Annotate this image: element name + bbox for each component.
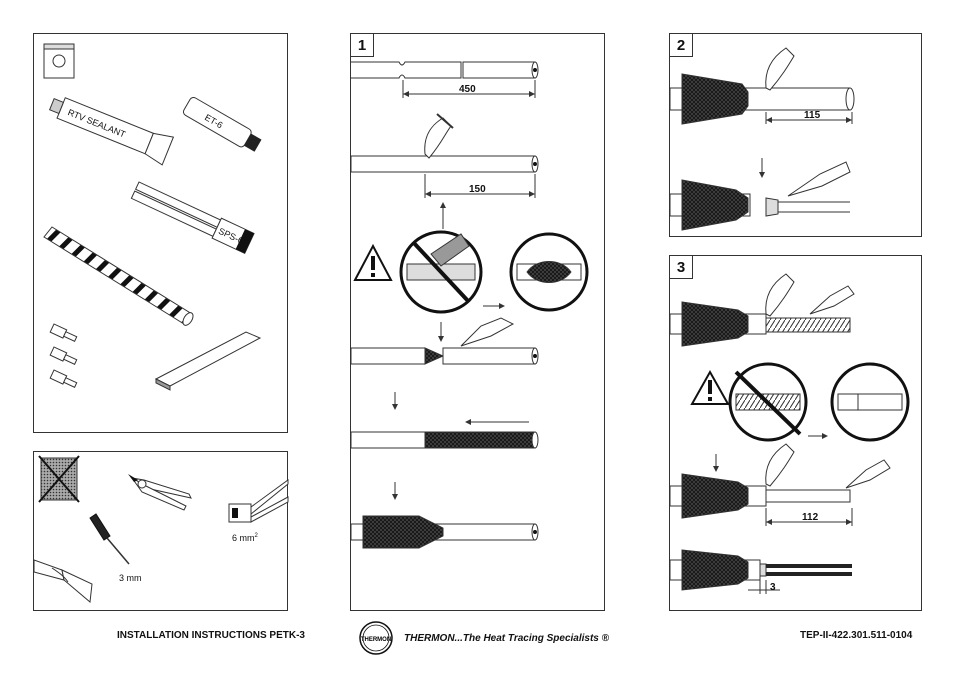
end-seal-icon: ET-6 <box>182 96 262 152</box>
prohibited-method-icon <box>399 230 483 314</box>
arrow-right <box>499 303 505 309</box>
step-1-drawing: 450 150 <box>351 61 589 549</box>
cable-splayed-braid <box>351 317 539 365</box>
cable-braid-pushed <box>351 419 539 449</box>
svg-text:450: 450 <box>459 84 476 95</box>
cable-with-cut-mark <box>351 61 539 79</box>
svg-text:112: 112 <box>802 512 819 523</box>
logo-text: THERMON <box>361 637 391 643</box>
correct-method-icon <box>830 362 910 442</box>
ferrule-icon <box>49 323 78 388</box>
footer-brand: THERMON THERMON...The Heat Tracing Speci… <box>358 620 609 656</box>
svg-text:115: 115 <box>804 110 821 121</box>
cable-coil-removed <box>670 443 891 519</box>
tools-panel: 6 mm2 3 mm <box>33 451 289 611</box>
heat-shrink-tube-icon <box>43 226 194 326</box>
instruction-bag-icon <box>43 43 75 79</box>
arrow-down <box>392 404 398 410</box>
not-required-icon <box>38 455 80 503</box>
dimension-112: 112 <box>765 508 853 526</box>
cable-core-separated <box>670 161 851 231</box>
step-number: 1 <box>351 34 374 57</box>
correct-method-icon <box>509 232 589 312</box>
cable-braid-folded <box>351 515 539 549</box>
crimp-size-label: 6 mm2 <box>232 533 259 543</box>
step-number: 3 <box>670 256 693 279</box>
dimension-450: 450 <box>402 80 536 98</box>
footer-tagline: THERMON...The Heat Tracing Specialists ® <box>404 632 610 644</box>
cable-coil-with-knife <box>670 273 855 347</box>
prohibited-method-icon <box>728 362 808 442</box>
cable-score-view <box>351 113 539 173</box>
step-2-panel: 2 115 <box>669 33 922 237</box>
step-2-drawing: 115 <box>670 47 855 231</box>
screwdriver-icon <box>89 513 130 565</box>
step-3-panel: 3 <box>669 255 922 611</box>
footer-title: INSTALLATION INSTRUCTIONS PETK-3 <box>117 630 305 641</box>
arrow-down <box>438 336 444 342</box>
arrow-down <box>392 494 398 500</box>
tools-drawing: 6 mm2 3 mm <box>34 455 289 603</box>
screwdriver-size-label: 3 mm <box>119 573 142 583</box>
footer-doc-number: TEP-II-422.301.511-0104 <box>800 630 913 641</box>
dimension-150: 150 <box>424 174 536 198</box>
cable-braid-with-knife <box>670 47 855 125</box>
knife-icon <box>34 559 93 603</box>
kit-contents-panel: RTV SEALANT ET-6 SPS-6 <box>33 33 288 433</box>
svg-text:150: 150 <box>469 184 486 195</box>
warning-icon <box>690 369 730 405</box>
warning-icon <box>353 243 393 281</box>
sealant-tube-icon: RTV SEALANT <box>48 97 175 166</box>
dimension-3: 3 <box>748 580 780 594</box>
kit-contents-drawing: RTV SEALANT ET-6 SPS-6 <box>43 43 262 391</box>
thermon-logo-icon: THERMON <box>359 621 393 655</box>
cable-conductors-stripped <box>670 549 852 591</box>
step-number: 2 <box>670 34 693 57</box>
arrow-right <box>822 433 828 439</box>
crimp-tool-icon <box>228 479 289 523</box>
flat-strip-icon <box>154 331 262 391</box>
arrow-down <box>759 172 765 178</box>
splice-sleeve-icon: SPS-6 <box>130 181 255 255</box>
svg-text:3: 3 <box>770 582 776 593</box>
step-3-drawing: 112 3 <box>670 273 910 594</box>
step-1-panel: 1 450 <box>350 33 605 611</box>
arrow-down <box>713 466 719 472</box>
dimension-115: 115 <box>765 110 853 124</box>
cutter-pliers-icon <box>128 474 192 511</box>
